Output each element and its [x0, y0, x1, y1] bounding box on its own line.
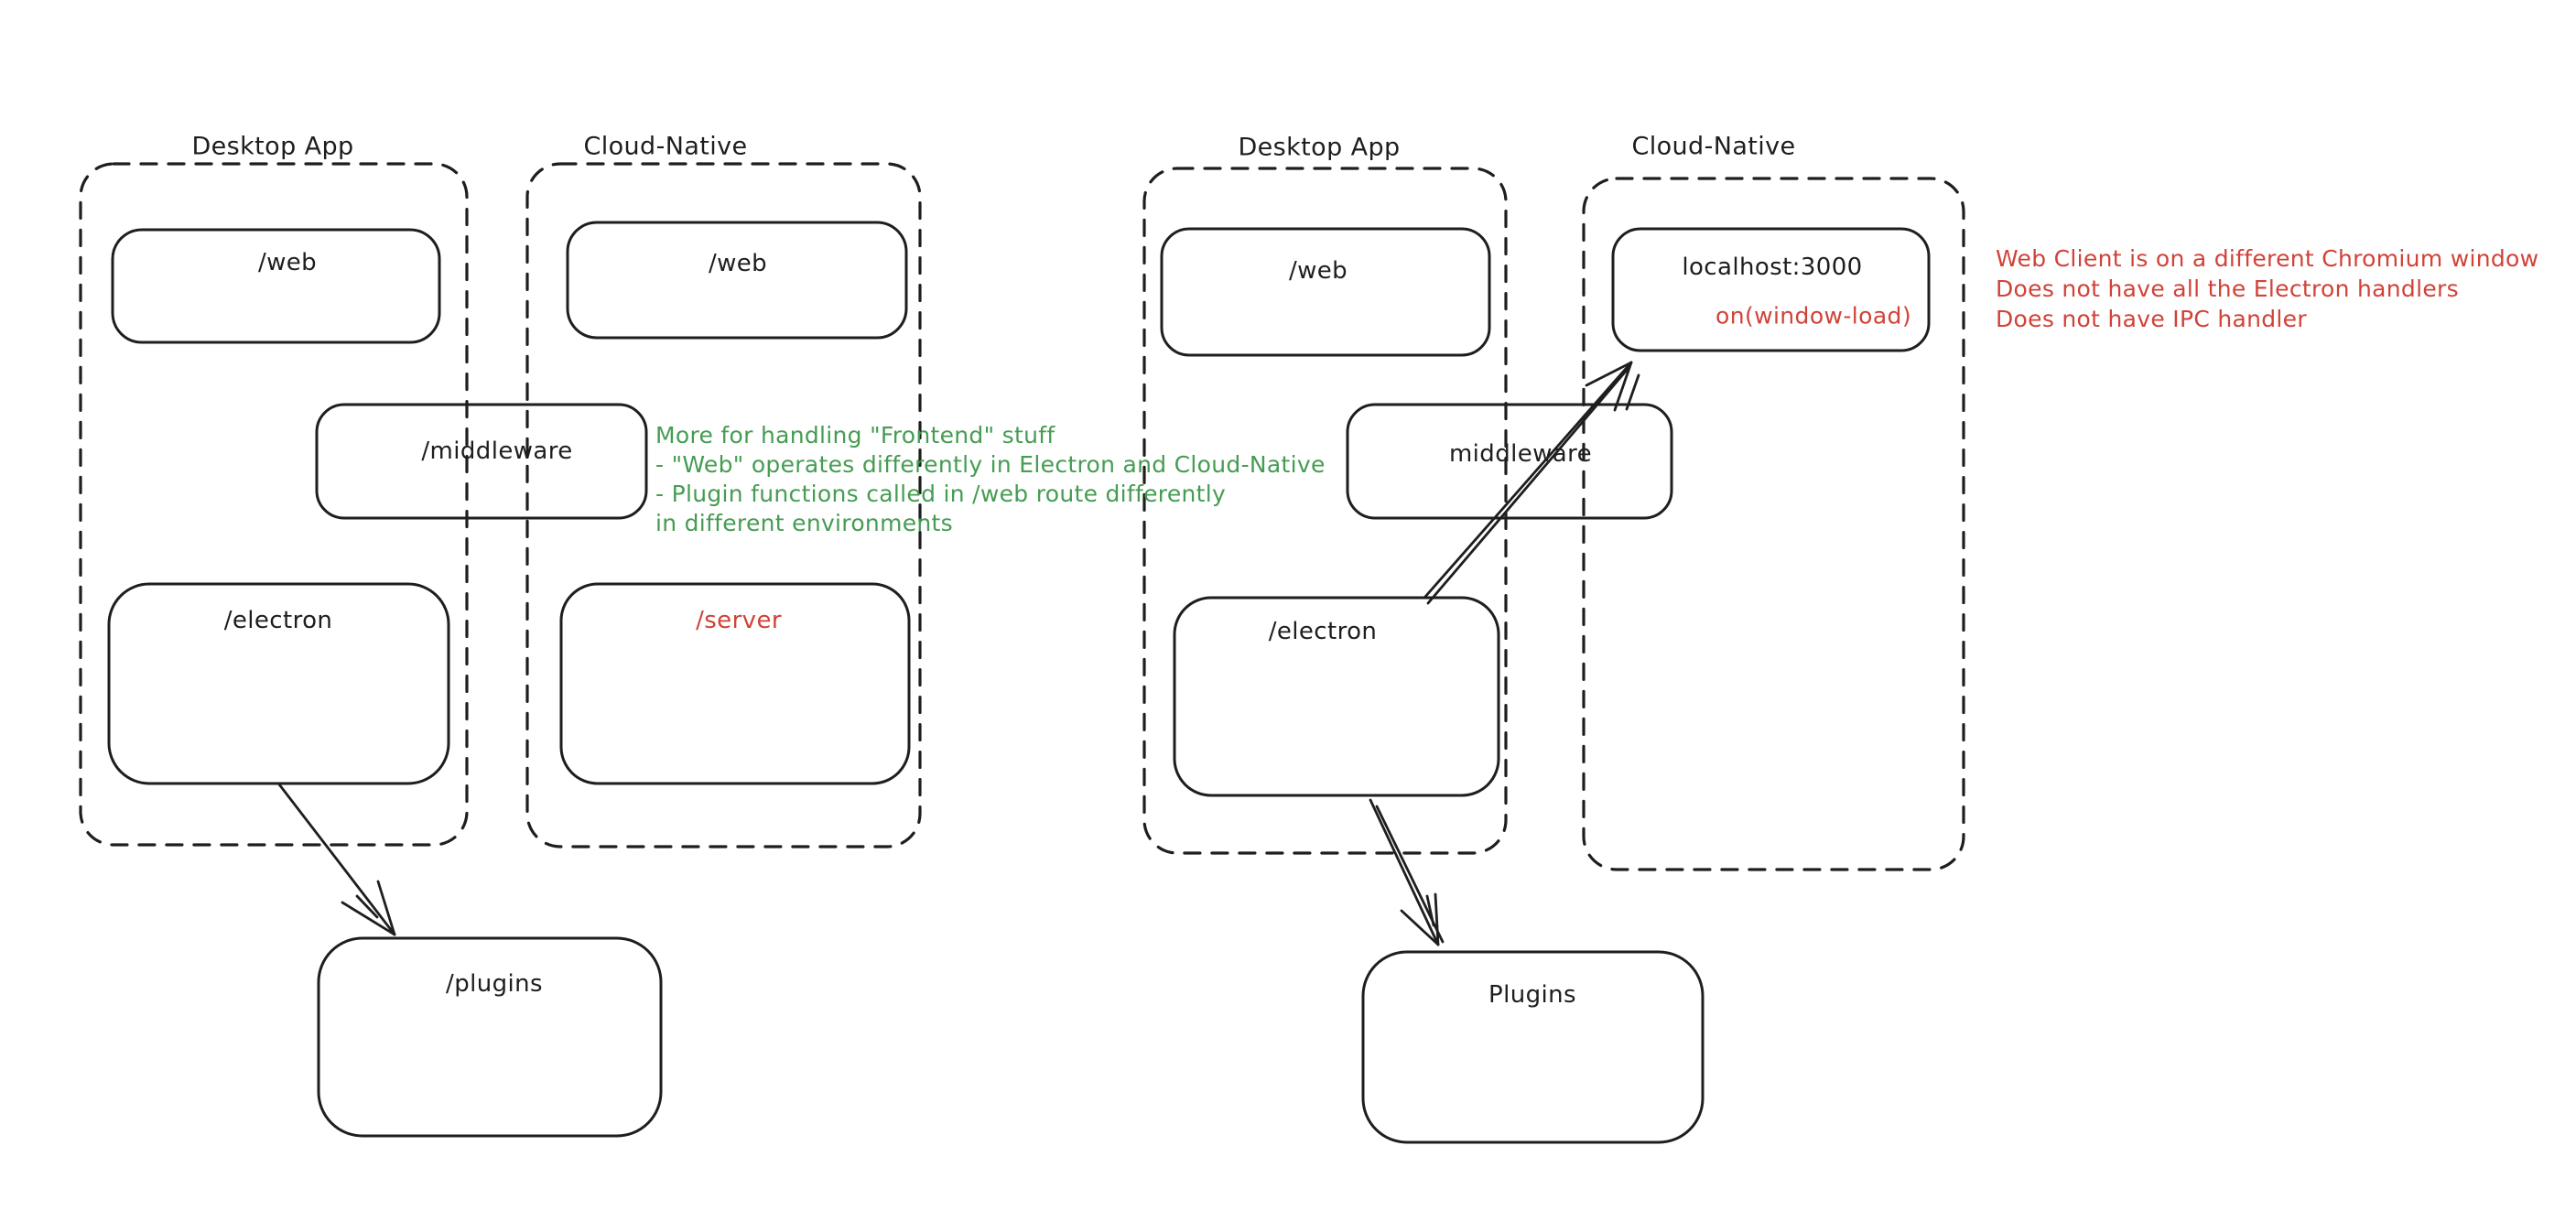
left-annotation-green[interactable]: More for handling "Frontend" stuff - "We…	[655, 421, 1326, 538]
left-web-desktop-label[interactable]: /web	[257, 249, 318, 276]
arrow-right-electron-to-plugins[interactable]	[1369, 798, 1445, 946]
left-middleware-box[interactable]	[315, 403, 648, 520]
annotation-line: - Plugin functions called in /web route …	[655, 481, 1227, 507]
right-middleware-label[interactable]: middleware	[1448, 440, 1593, 468]
arrow-right-electron-to-localhost[interactable]	[1423, 361, 1640, 605]
right-middleware-box[interactable]	[1346, 403, 1673, 520]
left-web-desktop-box[interactable]	[111, 228, 441, 344]
annotation-line: Does not have IPC handler	[1996, 306, 2307, 332]
left-server-box[interactable]	[559, 582, 911, 785]
annotation-line: - "Web" operates differently in Electron…	[655, 451, 1326, 478]
left-web-cloud-box[interactable]	[566, 221, 908, 340]
right-desktop-app-container[interactable]	[1142, 167, 1508, 855]
right-plugins-label[interactable]: Plugins	[1488, 981, 1576, 1009]
arrow-left-electron-to-plugins[interactable]	[277, 783, 396, 936]
right-desktop-app-group-label[interactable]: Desktop App	[1238, 133, 1401, 162]
right-electron-box[interactable]	[1173, 596, 1500, 797]
left-middleware-label[interactable]: /middleware	[421, 438, 573, 465]
left-plugins-label[interactable]: /plugins	[446, 970, 543, 998]
annotation-line: Does not have all the Electron handlers	[1996, 276, 2459, 302]
right-cloud-native-group-label[interactable]: Cloud-Native	[1631, 132, 1796, 161]
annotation-line: Web Client is on a different Chromium wi…	[1996, 245, 2539, 272]
right-localhost-box[interactable]	[1611, 227, 1931, 352]
left-server-label[interactable]: /server	[696, 607, 782, 634]
annotation-line: More for handling "Frontend" stuff	[655, 422, 1055, 448]
left-cloud-native-group-label[interactable]: Cloud-Native	[583, 132, 748, 161]
right-localhost-label[interactable]: localhost:3000	[1682, 254, 1863, 281]
left-desktop-app-group-label[interactable]: Desktop App	[191, 132, 354, 161]
left-electron-label[interactable]: /electron	[223, 607, 333, 634]
left-plugins-box[interactable]	[317, 936, 663, 1138]
right-web-label[interactable]: /web	[1288, 257, 1348, 285]
right-window-load-label[interactable]: on(window-load)	[1716, 302, 1911, 330]
annotation-line: in different environments	[655, 510, 953, 536]
left-cloud-native-container[interactable]	[525, 162, 922, 848]
right-cloud-native-container[interactable]	[1582, 177, 1965, 871]
left-web-cloud-label[interactable]: /web	[708, 250, 768, 277]
right-annotation-red[interactable]: Web Client is on a different Chromium wi…	[1996, 243, 2538, 334]
left-desktop-app-container[interactable]	[79, 162, 469, 847]
right-web-box[interactable]	[1160, 227, 1491, 357]
right-plugins-box[interactable]	[1361, 950, 1705, 1144]
right-electron-label[interactable]: /electron	[1268, 618, 1378, 645]
